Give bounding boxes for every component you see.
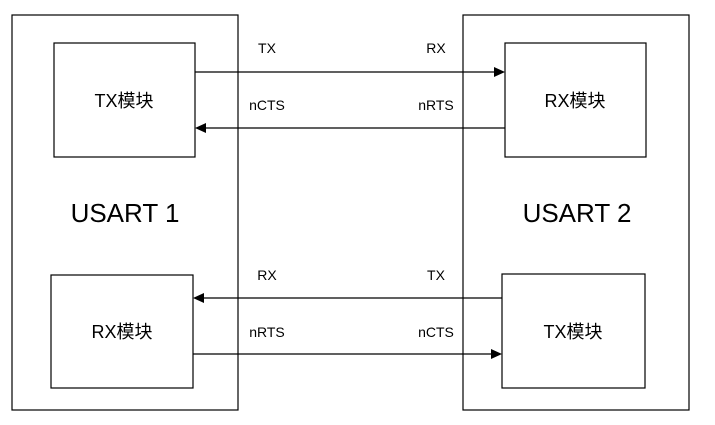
top-forward-left-label: TX [258, 40, 277, 56]
bottom-forward-left-label: nRTS [249, 324, 285, 340]
usart2-tx-module-box [501, 273, 646, 389]
bottom-forward-right-label: nCTS [418, 324, 454, 340]
bottom-back-arrowhead [193, 293, 204, 303]
bottom-back-right-label: TX [427, 267, 446, 283]
usart1-rx-module-label: RX模块 [91, 322, 152, 342]
top-back-left-label: nCTS [249, 97, 285, 113]
bottom-forward-arrowhead [491, 349, 502, 359]
usart2-rx-module-label: RX模块 [544, 91, 605, 111]
usart2-rx-module-box [504, 42, 647, 158]
usart1-title: USART 1 [71, 198, 180, 228]
top-back-arrowhead [195, 123, 206, 133]
top-back-right-label: nRTS [418, 97, 454, 113]
bottom-back-left-label: RX [257, 267, 277, 283]
usart1-rx-module-box [50, 274, 194, 389]
usart1-tx-module-box [53, 42, 196, 158]
top-forward-right-label: RX [426, 40, 446, 56]
usart2-tx-module-label: TX模块 [543, 322, 602, 342]
usart1-tx-module-label: TX模块 [94, 91, 153, 111]
usart2-title: USART 2 [523, 198, 632, 228]
top-forward-arrowhead [494, 67, 505, 77]
